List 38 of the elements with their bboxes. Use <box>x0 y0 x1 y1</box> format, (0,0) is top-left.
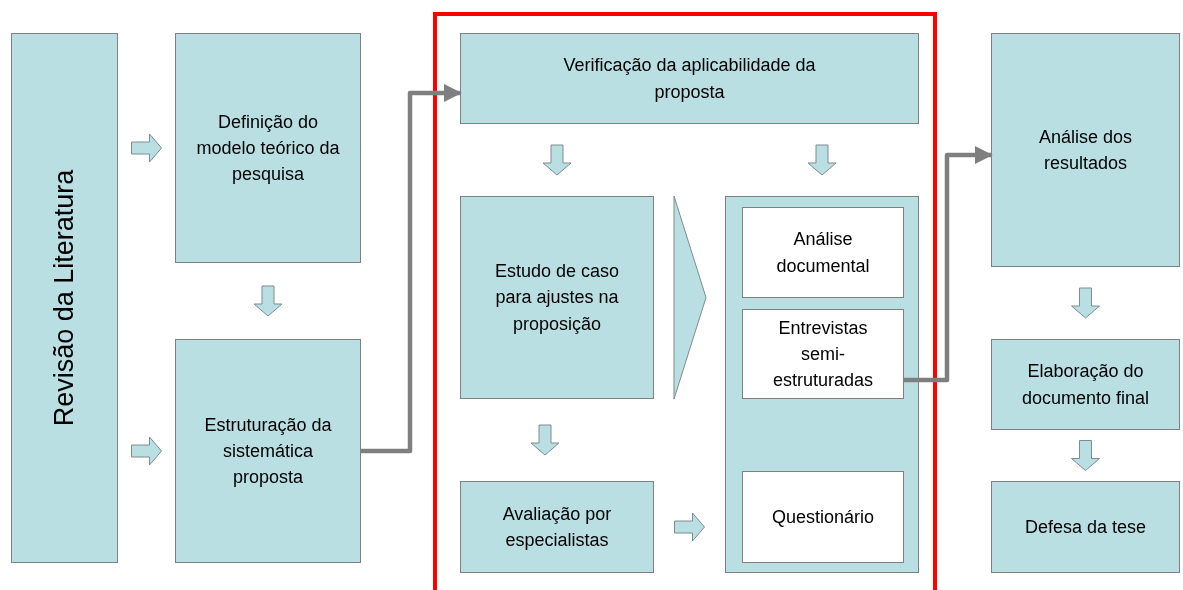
connector-arrow <box>904 146 993 383</box>
block-arrow <box>1071 440 1100 471</box>
node-label: Avaliação por especialistas <box>501 502 613 552</box>
block-arrow <box>807 144 837 176</box>
block-arrow <box>542 144 572 176</box>
process-box <box>460 196 654 399</box>
process-box <box>11 33 118 563</box>
node-label: Definição do modelo teórico da pesquisa <box>195 110 341 187</box>
connector-arrow <box>361 84 462 454</box>
block-arrow <box>131 436 162 466</box>
process-box <box>175 33 361 263</box>
node-label: Verificação da aplicabilidade da proposta <box>562 54 817 104</box>
process-box <box>460 33 919 124</box>
block-arrow <box>253 285 283 317</box>
process-box <box>991 339 1180 430</box>
node-label: Questionário <box>771 505 875 529</box>
process-box <box>991 33 1180 267</box>
block-arrow <box>530 424 560 456</box>
node-label: Análise dos resultados <box>1037 125 1134 175</box>
process-box <box>460 481 654 573</box>
method-box <box>742 309 904 399</box>
block-arrow <box>674 512 705 542</box>
block-arrow <box>1071 287 1100 319</box>
method-box <box>742 471 904 563</box>
method-box <box>742 207 904 298</box>
process-box <box>175 339 361 563</box>
chevron-arrow <box>673 195 707 400</box>
block-arrow <box>131 133 162 163</box>
node-label: Estudo de caso para ajustes na proposição <box>493 260 621 336</box>
container-box <box>725 196 919 573</box>
process-box <box>991 481 1180 573</box>
vertical-label: Revisão da Literatura <box>47 169 80 427</box>
node-label: Defesa da tese <box>1024 515 1147 539</box>
node-label: Entrevistas semi- estruturadas <box>771 316 875 393</box>
node-label: Elaboração do documento final <box>1020 360 1151 410</box>
node-label: Estruturação da sistemática proposta <box>203 413 333 490</box>
node-label: Análise documental <box>775 228 871 278</box>
group-frame <box>433 12 937 590</box>
